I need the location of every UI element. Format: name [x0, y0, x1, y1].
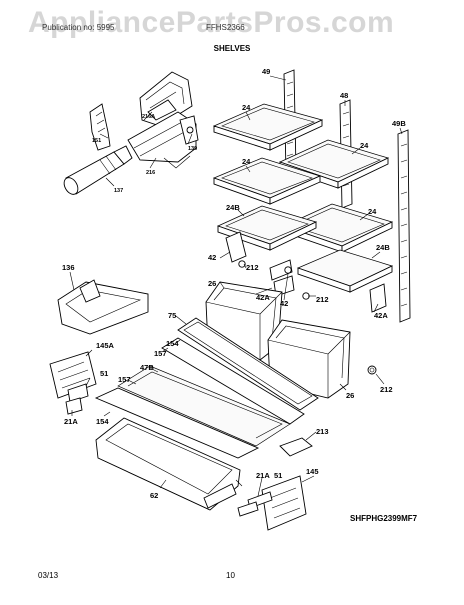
callout-62: 62: [150, 491, 158, 500]
glass-shelf-middle-left: [213, 157, 321, 205]
callout-42a-right: 42A: [374, 311, 388, 320]
callout-24-upper-left: 24: [242, 103, 251, 112]
callout-26-left: 26: [208, 279, 216, 288]
shelf-rail-49b: [397, 129, 411, 323]
callout-154-upper: 154: [166, 339, 179, 348]
callout-47b: 47B: [140, 363, 154, 372]
callout-136: 136: [62, 263, 75, 272]
callout-216: 216: [146, 170, 155, 176]
screws-212: [238, 260, 377, 375]
callout-21a-right: 21A: [256, 471, 270, 480]
callout-75: 75: [168, 311, 176, 320]
callout-139: 139: [188, 146, 197, 152]
callout-49b: 49B: [392, 119, 406, 128]
trim-21a-left: [65, 397, 83, 415]
slide-213: [279, 437, 313, 457]
callout-24b-right: 24B: [376, 243, 390, 252]
callout-48: 48: [340, 91, 348, 100]
callout-49: 49: [262, 67, 270, 76]
section-title: SHELVES: [213, 44, 251, 53]
callout-26-right: 26: [346, 391, 354, 400]
shelf-bracket-42-left: [225, 231, 293, 281]
callout-145a: 145A: [96, 341, 115, 350]
callout-51-left: 51: [100, 369, 108, 378]
callout-24-middle-right: 24: [368, 207, 377, 216]
callout-151: 151: [92, 138, 101, 144]
callout-labels: 49 48 49B 24 24 24 24 24B 24B 151 216A 1…: [62, 67, 406, 500]
model-header: FFHS2366: [206, 23, 245, 32]
callout-157-lower: 157: [118, 375, 131, 384]
callout-145: 145: [306, 467, 319, 476]
footer-date: 03/13: [38, 571, 59, 580]
callout-212-b: 212: [316, 295, 329, 304]
callout-154-lower: 154: [96, 417, 109, 426]
callout-51-right: 51: [274, 471, 282, 480]
callout-42-left: 42: [208, 253, 216, 262]
callout-42a-left: 42A: [256, 293, 270, 302]
callout-157-upper: 157: [154, 349, 167, 358]
callout-216a: 216A: [142, 114, 155, 120]
page-number: 10: [226, 571, 235, 580]
publication-number: Publication no: 5995: [42, 23, 115, 32]
watermark-text: AppliancePartsPros.com: [28, 6, 395, 39]
callout-213: 213: [316, 427, 329, 436]
model-id: SHFPHG2399MF7: [350, 514, 418, 523]
glass-shelf-lower-left: [217, 205, 317, 251]
filter-cap: [89, 103, 111, 151]
glass-shelf-lower-right: [297, 249, 393, 293]
callout-212-a: 212: [246, 263, 259, 272]
callout-137: 137: [114, 188, 123, 194]
callout-212-c: 212: [380, 385, 393, 394]
shelf-bracket-42a: [273, 275, 387, 313]
pantry-drawer-62: [95, 417, 241, 511]
crisper-glass-cover-47b: [117, 365, 291, 447]
end-cap-145: [261, 475, 307, 531]
callout-21a-left: 21A: [64, 417, 78, 426]
leader-lines: [69, 75, 403, 497]
filter-housing-assembly: [127, 71, 199, 169]
crisper-cover-frame: [161, 317, 319, 425]
deli-drawer-136: [57, 279, 149, 335]
water-filter-cartridge: [63, 145, 133, 195]
trim-21a-right: [237, 501, 259, 517]
callout-42-center: 42: [280, 299, 288, 308]
glass-shelf-upper-left: [213, 103, 324, 151]
glass-shelf-middle-right: [283, 203, 393, 253]
cover-rail-154-lower: [94, 387, 260, 459]
trim-51-left: [67, 383, 89, 403]
callout-24-upper-right: 24: [360, 141, 369, 150]
callout-24b-left: 24B: [226, 203, 240, 212]
callout-24-middle-left: 24: [242, 157, 251, 166]
